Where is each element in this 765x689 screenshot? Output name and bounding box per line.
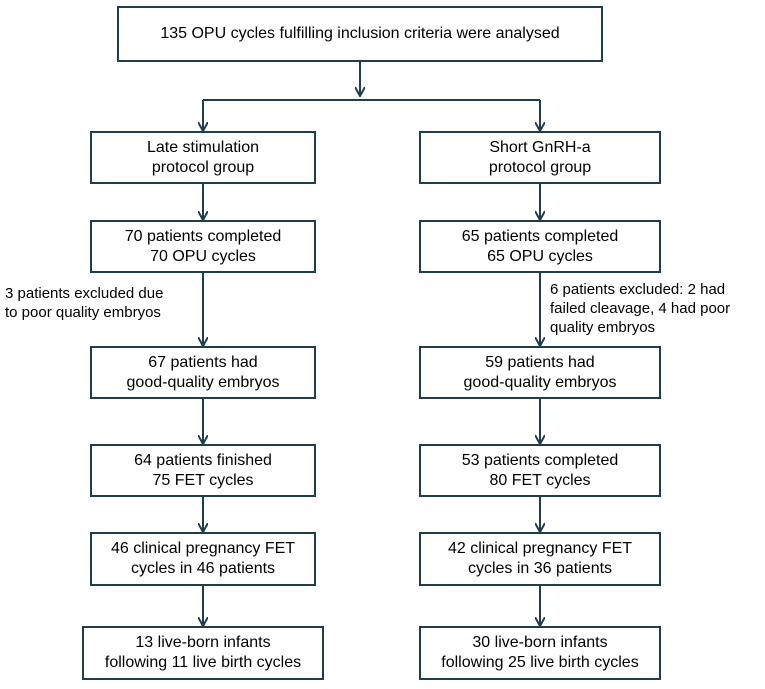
left-live-birth-box: 13 live-born infants following 11 live b… (82, 626, 324, 680)
left-fet-line2: 75 FET cycles (152, 471, 254, 489)
right-live-line1: 30 live-born infants (472, 634, 608, 651)
left-fet-box: 64 patients finished 75 FET cycles (90, 444, 316, 497)
right-group-line2: protocol group (488, 158, 592, 176)
left-exclusion-line2: to poor quality embryos (5, 304, 161, 321)
right-pregnancy-line2: cycles in 36 patients (467, 560, 613, 577)
top-inclusion-text: 135 OPU cycles fulfilling inclusion crit… (160, 25, 560, 42)
left-exclusion-note: 3 patients excluded due to poor quality … (5, 284, 163, 322)
right-pregnancy-line1: 42 clinical pregnancy FET (447, 540, 633, 557)
left-pregnancy-box: 46 clinical pregnancy FET cycles in 46 p… (90, 532, 316, 586)
right-pregnancy-box: 42 clinical pregnancy FET cycles in 36 p… (419, 532, 661, 586)
right-opu-box: 65 patients completed 65 OPU cycles (419, 220, 661, 273)
right-fet-box: 53 patients completed 80 FET cycles (419, 444, 661, 497)
left-good-quality-box: 67 patients had good-quality embryos (90, 346, 316, 399)
right-live-birth-box: 30 live-born infants following 25 live b… (419, 626, 661, 680)
top-inclusion-box: 135 OPU cycles fulfilling inclusion crit… (117, 6, 603, 62)
left-opu-box: 70 patients completed 70 OPU cycles (90, 220, 316, 273)
left-live-line2: following 11 live birth cycles (104, 654, 302, 671)
left-pregnancy-line2: cycles in 46 patients (130, 560, 276, 577)
left-opu-line2: 70 OPU cycles (150, 247, 256, 265)
left-good-line1: 67 patients had (148, 353, 258, 371)
left-group-line2: protocol group (151, 158, 255, 176)
right-exclusion-line3: quality embryos (550, 319, 656, 336)
right-live-line2: following 25 live birth cycles (441, 654, 639, 671)
right-fet-line2: 80 FET cycles (489, 471, 591, 489)
right-exclusion-line1: 6 patients excluded: 2 had (550, 281, 726, 298)
left-group-box: Late stimulation protocol group (90, 131, 316, 184)
right-good-line2: good-quality embryos (463, 373, 617, 391)
left-pregnancy-line1: 46 clinical pregnancy FET (110, 540, 296, 557)
right-opu-line2: 65 OPU cycles (487, 247, 593, 265)
left-group-line1: Late stimulation (146, 138, 260, 156)
left-opu-line1: 70 patients completed (124, 227, 282, 245)
left-exclusion-line1: 3 patients excluded due (5, 285, 164, 302)
right-good-line1: 59 patients had (485, 353, 595, 371)
right-fet-line1: 53 patients completed (461, 451, 619, 469)
right-good-quality-box: 59 patients had good-quality embryos (419, 346, 661, 399)
left-fet-line1: 64 patients finished (134, 451, 272, 469)
left-live-line1: 13 live-born infants (135, 634, 271, 651)
right-exclusion-note: 6 patients excluded: 2 had failed cleava… (550, 280, 730, 337)
right-group-line1: Short GnRH-a (489, 138, 591, 156)
right-opu-line1: 65 patients completed (461, 227, 619, 245)
right-exclusion-line2: failed cleavage, 4 had poor (550, 300, 731, 317)
right-group-box: Short GnRH-a protocol group (419, 131, 661, 184)
left-good-line2: good-quality embryos (126, 373, 280, 391)
